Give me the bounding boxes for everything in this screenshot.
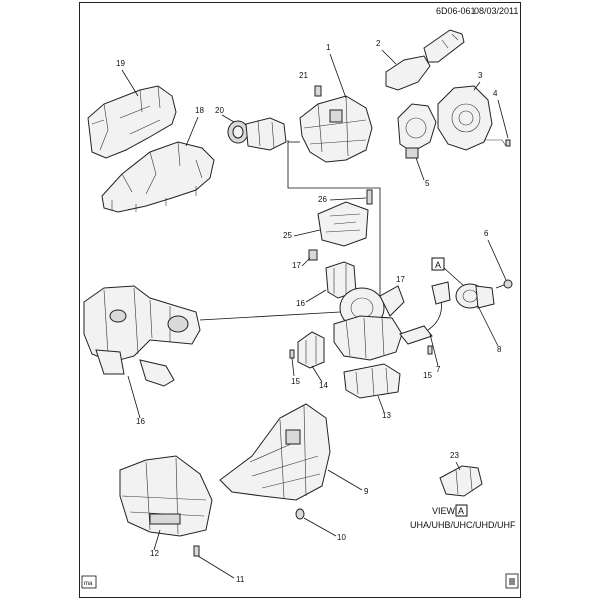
- callout-11: 11: [236, 575, 245, 584]
- callout-15a: 15: [291, 377, 300, 386]
- leader-20: [185, 116, 199, 147]
- callout-8: 8: [497, 345, 502, 354]
- callout-20: 18: [195, 106, 204, 115]
- assembly-bracket-line: [287, 140, 381, 296]
- footer-tag: ma: [84, 581, 93, 587]
- callout-26: 26: [318, 195, 327, 204]
- leader-21: [121, 69, 139, 97]
- footer-tag-box: [81, 575, 97, 589]
- view-label: VIEW: [432, 506, 456, 516]
- callout-13: 13: [382, 411, 391, 420]
- part-13-module: [343, 363, 401, 399]
- leader-14: [311, 365, 323, 383]
- part-22-ignition-switch: [227, 117, 287, 151]
- callout-23: 21: [299, 71, 308, 80]
- callout-17: 16: [296, 299, 305, 308]
- callout-12: 12: [150, 549, 159, 558]
- part-5-sensor-ring: [397, 103, 437, 159]
- callout-5: 5: [425, 179, 430, 188]
- part-8-lock-cylinder: [455, 283, 495, 309]
- part-3-clock-spring: [437, 85, 507, 151]
- part-7-wiring-harness: [399, 281, 451, 345]
- callout-2: 2: [376, 39, 381, 48]
- callout-14: 14: [319, 381, 328, 390]
- view-a-marker: A: [431, 257, 465, 287]
- part-12-lower-shroud: [119, 455, 213, 537]
- leader-7: [429, 333, 439, 367]
- view-label-letter: A: [458, 506, 464, 516]
- part-9-knee-bolster-trim: [219, 403, 331, 501]
- callout-10: 10: [337, 533, 346, 542]
- leader-5: [415, 157, 425, 181]
- leader-11: [197, 555, 235, 579]
- leader-17: [305, 289, 327, 303]
- part-2-multifunction-lever: [385, 29, 465, 91]
- callout-25: 25: [283, 231, 292, 240]
- part-15-screw-left: [289, 349, 295, 359]
- header-date: 08/03/2011: [474, 6, 518, 16]
- part-ignition-housing-assembly: [333, 315, 403, 361]
- header-code: 6D06-061: [436, 6, 476, 16]
- leader-8: [477, 305, 499, 347]
- part-14-switch: [297, 331, 325, 369]
- leader-6: [487, 239, 507, 281]
- view-models: UHA/UHB/UHC/UHD/UHF: [410, 520, 516, 530]
- part-1-lock-housing: [299, 95, 373, 163]
- part-21-upper-shroud: [87, 85, 177, 159]
- leader-4: [497, 99, 509, 139]
- footer-logo-mark: [509, 578, 515, 585]
- part-6-screw: [495, 279, 513, 289]
- leader-12: [153, 529, 161, 551]
- part-18-fastener: [308, 249, 318, 261]
- leader-16: [127, 375, 141, 419]
- callout-6: 6: [484, 229, 489, 238]
- callout-15b: 15: [423, 371, 432, 380]
- leader-3: [473, 81, 481, 91]
- leader-26: [329, 197, 367, 201]
- view-label-box: [455, 504, 468, 517]
- callout-3: 3: [478, 71, 483, 80]
- leader-22: [221, 114, 235, 123]
- callout-18: 17: [292, 261, 301, 270]
- callout-24: 23: [450, 451, 459, 460]
- callout-22: 20: [215, 106, 224, 115]
- leader-25: [293, 229, 321, 237]
- leader-18: [301, 257, 311, 267]
- leader-24: [455, 461, 461, 471]
- part-26-bolt: [366, 189, 373, 205]
- leader-9: [327, 469, 363, 491]
- view-a-marker-letter: A: [435, 260, 441, 270]
- callout-4: 4: [493, 89, 498, 98]
- leader-1: [329, 53, 347, 99]
- part-4-screw: [505, 139, 511, 147]
- callout-9: 9: [364, 487, 369, 496]
- leader-13: [377, 395, 385, 413]
- part-16-steering-column: [83, 285, 201, 387]
- callout-16: 16: [136, 417, 145, 426]
- part-10-clip: [295, 508, 305, 520]
- part-20-lower-shroud: [101, 141, 215, 213]
- callout-21: 19: [116, 59, 125, 68]
- leader-2: [381, 49, 397, 65]
- part-15-screw-right: [427, 345, 433, 355]
- axis-line: [199, 311, 341, 321]
- part-11-screw: [193, 545, 200, 557]
- callout-1: 1: [326, 43, 331, 52]
- leader-10: [303, 517, 337, 537]
- part-23-bolt: [314, 85, 322, 97]
- leader-15a: [291, 357, 295, 377]
- part-24-lock-cylinder-view-a: [439, 465, 483, 497]
- callout-19: 17: [396, 275, 405, 284]
- callout-7: 7: [436, 365, 441, 374]
- part-25-bracket: [317, 201, 369, 247]
